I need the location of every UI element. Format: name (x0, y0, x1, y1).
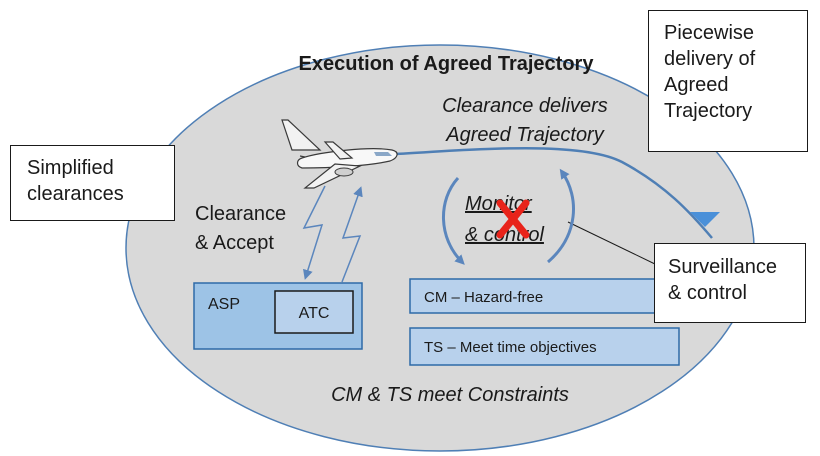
callout-simplified-line2: clearances (27, 183, 124, 205)
clearance-delivers-line2: Agreed Trajectory (445, 124, 604, 146)
cm-box (409, 278, 680, 314)
callout-surveillance-line2: & control (668, 282, 747, 304)
surveillance-connector (567, 221, 658, 266)
ellipse-title: Execution of Agreed Trajectory (299, 53, 595, 75)
callout-piecewise-line1: Piecewise (664, 22, 755, 44)
waypoint-triangle-icon (690, 212, 720, 227)
callout-simplified-clearances: Simplified clearances (10, 145, 175, 221)
trajectory-line (394, 147, 713, 239)
ts-box (409, 327, 680, 366)
callout-surveillance-line1: Surveillance (668, 256, 777, 278)
datalink-zigzag-up (341, 186, 363, 283)
loop-arrow-right (547, 168, 575, 264)
atc-label: ATC (299, 305, 330, 322)
constraints-text: CM & TS meet Constraints (331, 384, 569, 406)
clearance-accept-line2: & Accept (195, 232, 274, 254)
datalink-zigzag-down (302, 185, 326, 280)
loop-arrow-left (442, 176, 465, 265)
callout-piecewise-line4: Trajectory (664, 100, 753, 122)
airplane-icon (281, 119, 398, 189)
cross-icon (496, 199, 530, 239)
callout-surveillance-control: Surveillance & control (654, 243, 806, 323)
cm-box-label: CM – Hazard-free (424, 289, 543, 306)
callout-piecewise-line2: delivery of (664, 48, 756, 70)
callout-piecewise-delivery: Piecewise delivery of Agreed Trajectory (648, 10, 808, 152)
callout-piecewise-line3: Agreed (664, 74, 729, 96)
atc-box (274, 290, 354, 334)
ts-box-label: TS – Meet time objectives (424, 339, 597, 356)
clearance-delivers-line1: Clearance delivers (442, 95, 608, 117)
callout-simplified-line1: Simplified (27, 157, 114, 179)
clearance-accept-line1: Clearance (195, 203, 286, 225)
asp-label: ASP (208, 296, 240, 313)
